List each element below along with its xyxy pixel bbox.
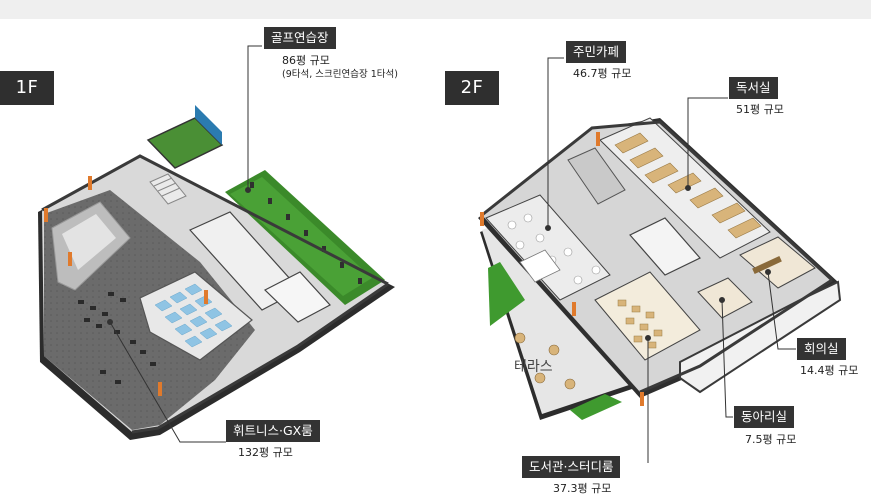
first-floor-plan <box>38 105 395 440</box>
floor-badge-2f: 2F <box>445 71 499 105</box>
second-floor-plan <box>478 117 842 420</box>
leader-golf <box>247 45 262 190</box>
golf-range-label: 골프연습장 <box>264 27 336 49</box>
resident-cafe-label: 주민카페 <box>566 41 627 63</box>
leader-lines <box>107 45 796 463</box>
club-room-floor <box>697 277 753 319</box>
club-room-label: 동아리실 <box>734 406 795 428</box>
leader-cafe <box>547 57 564 228</box>
leader-meeting <box>767 271 796 350</box>
club-room-size: 7.5평 규모 <box>745 433 797 446</box>
meeting-room-label: 회의실 <box>797 338 846 360</box>
leader-reading <box>687 97 728 188</box>
golf-range-size: 86평 규모 <box>282 54 330 67</box>
reading-room-size: 51평 규모 <box>736 103 784 116</box>
golf-range-detail: (9타석, 스크린연습장 1타석) <box>282 69 398 80</box>
leader-club <box>721 299 733 418</box>
top-bar <box>0 0 871 19</box>
terrace-label: 테라스 <box>514 359 553 375</box>
terrace-turf-right <box>570 394 622 420</box>
fitness-gx-size: 132평 규모 <box>238 446 293 459</box>
terrace-turf-left <box>488 262 525 326</box>
leader-fitness <box>109 321 226 443</box>
fitness-gx-label: 휘트니스·GX룸 <box>226 420 320 442</box>
reading-room-label: 독서실 <box>729 77 778 99</box>
library-study-label: 도서관·스터디룸 <box>522 456 621 478</box>
floor-badge-1f: 1F <box>0 71 54 105</box>
meeting-room-size: 14.4평 규모 <box>800 364 859 377</box>
library-study-size: 37.3평 규모 <box>553 482 612 495</box>
gx-room-floor <box>139 271 253 361</box>
resident-cafe-size: 46.7평 규모 <box>573 67 632 80</box>
